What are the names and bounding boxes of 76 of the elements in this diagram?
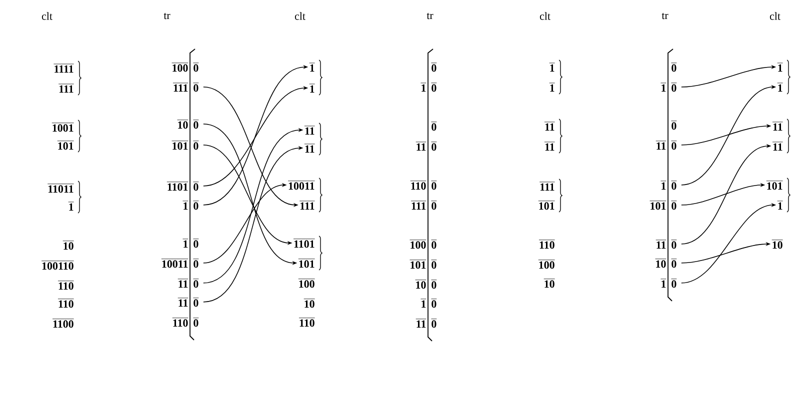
split-string: 101 0 [410, 260, 437, 269]
binary-string: 101 [298, 258, 315, 268]
split-string: 0 [671, 62, 677, 72]
split-string: 110 0 [410, 180, 437, 190]
binary-string: 11 [772, 142, 783, 151]
split-string: 11 0 [656, 140, 677, 150]
binary-string: 11 [772, 122, 783, 131]
binary-string: 1 [309, 62, 315, 72]
split-string: 10 0 [177, 120, 199, 129]
split-string: 10 0 [415, 280, 437, 289]
split-string: 1 0 [420, 298, 437, 308]
binary-string: 10 [544, 278, 555, 288]
split-string: 1 0 [182, 238, 199, 248]
split-string: 11 0 [178, 278, 199, 288]
split-string: 11 0 [416, 142, 437, 151]
binary-string: 10011 [288, 180, 315, 190]
column-heading: clt [294, 12, 306, 20]
split-string: 1101 0 [166, 182, 199, 191]
binary-string: 111 [539, 182, 555, 191]
binary-string: 100 [538, 260, 555, 269]
binary-string: 1001 [52, 122, 74, 132]
split-string: 101 0 [172, 140, 199, 150]
column-heading: tr [164, 12, 170, 20]
binary-string: 100110 [41, 260, 74, 270]
binary-string: 11 [304, 144, 315, 153]
column-heading: tr [426, 12, 434, 20]
split-string: 1 0 [420, 82, 437, 92]
split-string: 1 0 [660, 82, 677, 92]
split-string: 1 0 [660, 278, 677, 288]
binary-string: 10 [304, 298, 315, 308]
split-string: 0 [431, 122, 437, 131]
split-string: 11 0 [178, 298, 199, 307]
split-string: 10 0 [655, 258, 677, 268]
binary-string: 101 [538, 200, 555, 210]
column-heading: clt [770, 12, 780, 20]
binary-string: 10 [62, 240, 74, 250]
binary-string: 101 [57, 140, 74, 150]
split-string: 0 [671, 120, 677, 130]
binary-string: 110 [58, 280, 74, 290]
column-heading: clt [540, 12, 550, 20]
binary-string: 1101 [293, 238, 315, 248]
binary-string: 1 [549, 82, 555, 92]
split-string: 11 0 [656, 240, 677, 249]
binary-string: 11 [304, 126, 315, 135]
split-string: 10011 0 [161, 258, 199, 268]
split-string: 101 0 [650, 200, 677, 210]
binary-string: 10 [772, 240, 783, 249]
binary-string: 101 [766, 180, 783, 190]
column-heading: tr [662, 12, 668, 20]
binary-string: 1 [777, 82, 783, 92]
binary-string: 1 [309, 84, 315, 93]
binary-string: 110 [538, 240, 555, 249]
binary-string: 11 [544, 122, 555, 131]
split-string: 0 [431, 62, 437, 72]
binary-string: 1 [777, 62, 783, 72]
split-string: 11 0 [416, 318, 437, 328]
binary-string: 1 [777, 200, 783, 210]
column-heading: clt [42, 12, 52, 20]
binary-string: 100 [298, 278, 315, 288]
split-string: 100 0 [410, 240, 437, 249]
binary-string: 1100 [52, 318, 74, 328]
binary-string: 1111 [54, 64, 74, 73]
split-string: 110 0 [172, 318, 199, 327]
split-string: 1 0 [182, 200, 199, 210]
binary-string: 110 [58, 298, 74, 308]
binary-string: 11011 [47, 184, 74, 193]
split-string: 100 0 [172, 62, 199, 72]
split-string: 111 0 [410, 200, 437, 210]
split-string: 111 0 [172, 82, 199, 92]
binary-string: 110 [298, 318, 315, 327]
binary-string: 111 [58, 84, 74, 93]
split-string: 1 0 [660, 180, 677, 190]
binary-string: 1 [549, 62, 555, 72]
binary-string: 1 [68, 202, 74, 211]
binary-string: 111 [299, 200, 315, 210]
binary-string: 11 [544, 142, 555, 151]
